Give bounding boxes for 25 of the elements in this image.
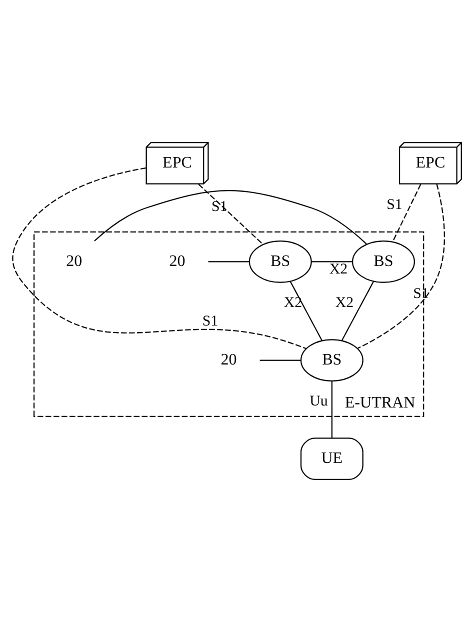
connector — [392, 184, 422, 242]
connector — [94, 190, 367, 244]
connector — [290, 281, 323, 341]
edge-label: X2 — [329, 262, 348, 278]
node-ellipse: BS — [300, 339, 364, 382]
edge-label: X2 — [284, 294, 302, 311]
connector — [198, 184, 264, 245]
node-text: 20 — [66, 252, 82, 270]
node-ellipse: BS — [248, 240, 312, 283]
connector — [341, 281, 374, 341]
node-box: UE — [300, 438, 364, 480]
connector — [208, 261, 250, 262]
edge-label: S1 — [386, 197, 402, 214]
connector — [358, 184, 445, 349]
connector — [260, 360, 301, 361]
node-text: 20 — [169, 252, 186, 270]
edge-label: Uu — [310, 394, 328, 410]
connector — [311, 261, 352, 262]
connector — [12, 167, 306, 350]
edge-label: S1 — [202, 314, 218, 330]
edge-label: X2 — [335, 294, 354, 311]
connector — [331, 381, 332, 438]
node-ellipse: BS — [352, 240, 415, 283]
node-text: 20 — [220, 352, 237, 369]
edge-label: S1 — [413, 286, 429, 302]
